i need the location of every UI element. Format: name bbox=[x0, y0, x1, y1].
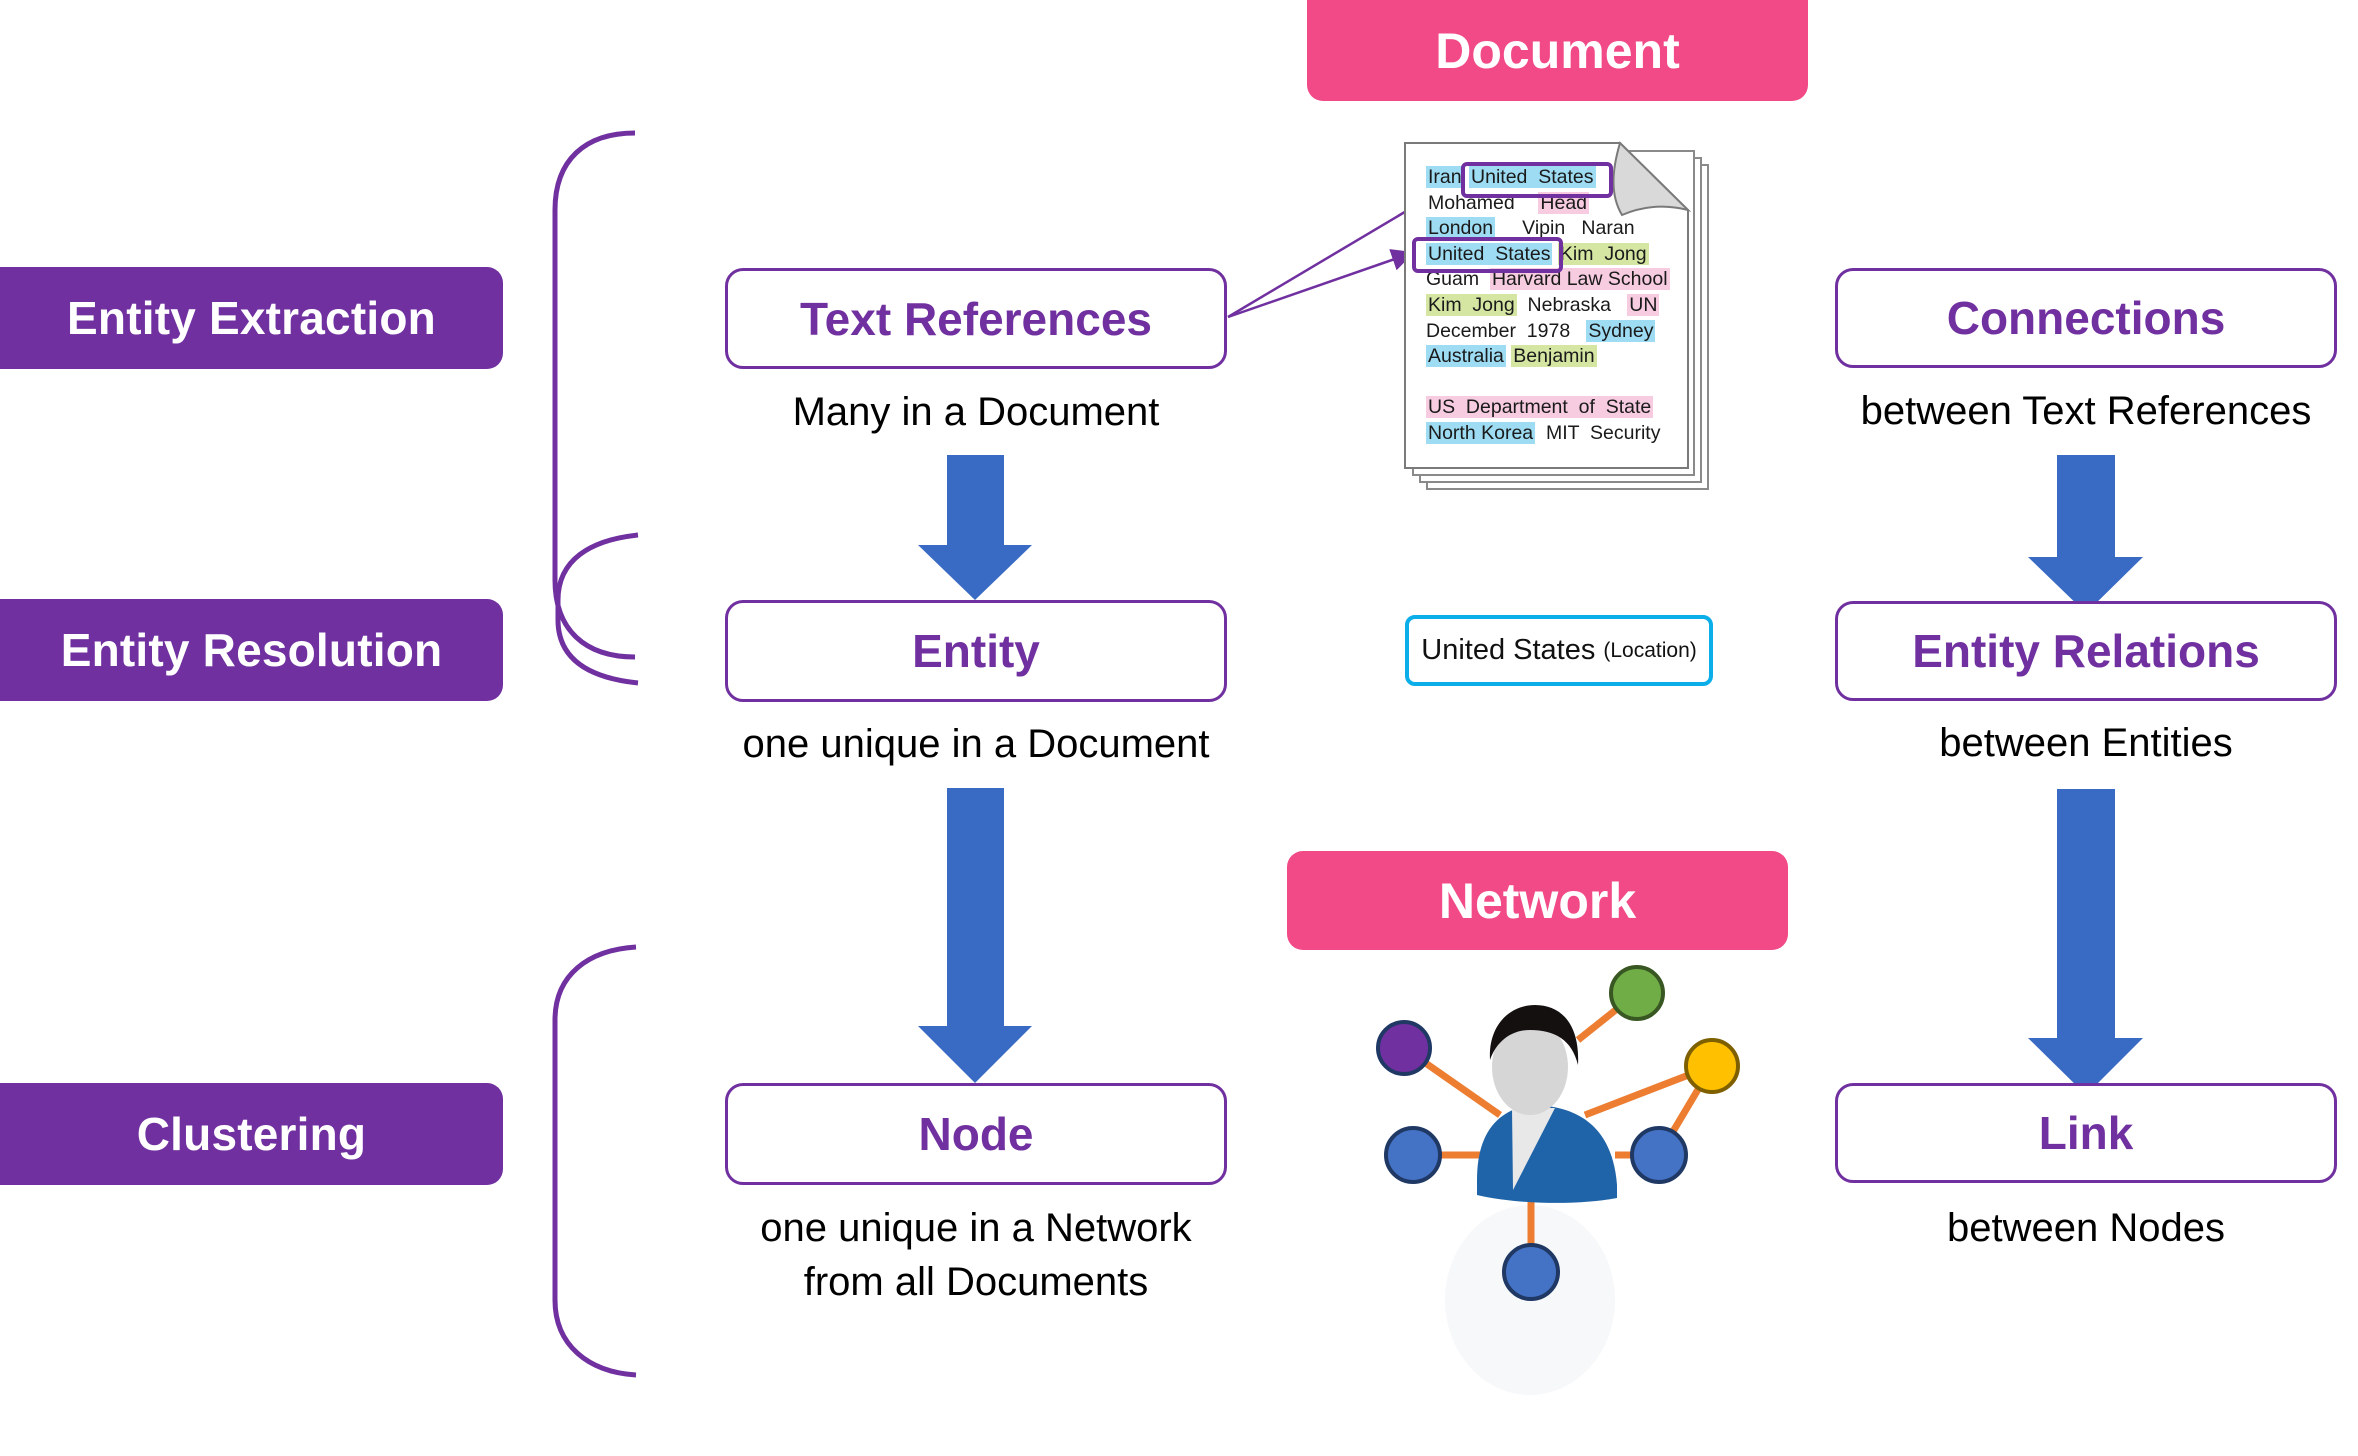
network-node bbox=[1684, 1038, 1740, 1094]
entity-relations-caption: between Entities bbox=[1939, 721, 2233, 765]
arrow-text-references-to-entity bbox=[918, 455, 1032, 600]
network-node bbox=[1502, 1243, 1560, 1301]
stage-entity-extraction: Entity Extraction bbox=[0, 267, 503, 369]
location-mention: London bbox=[1426, 217, 1496, 240]
plain-text: MIT Security bbox=[1535, 421, 1661, 444]
entity-title: Entity bbox=[912, 625, 1040, 677]
document-text-line: North Korea MIT Security bbox=[1426, 421, 1670, 447]
network-header: Network bbox=[1287, 851, 1788, 950]
arrow-connections-to-entity-relations bbox=[2028, 455, 2143, 613]
bracket-extraction bbox=[552, 130, 636, 660]
document-text-line: December 1978 Sydney bbox=[1426, 319, 1670, 345]
plain-text: Vipin Naran bbox=[1495, 217, 1635, 240]
entity-relations-box: Entity Relations bbox=[1835, 601, 2337, 701]
location-mention: Iran bbox=[1426, 166, 1464, 188]
connections-caption: between Text References bbox=[1860, 389, 2312, 433]
bracket-resolution bbox=[555, 532, 639, 686]
document-header: Document bbox=[1307, 0, 1808, 101]
node-title: Node bbox=[918, 1108, 1034, 1160]
location-mention: North Korea bbox=[1426, 421, 1536, 444]
location-mention: Australia bbox=[1426, 345, 1506, 368]
page-curl-icon bbox=[1612, 141, 1692, 217]
organization-mention: UN bbox=[1627, 293, 1660, 316]
location-mention: United States bbox=[1469, 166, 1596, 188]
arrow-entity-to-node bbox=[918, 788, 1032, 1083]
document-text-line: Kim Jong Nebraska UN bbox=[1426, 293, 1670, 319]
organization-mention: US Department of State bbox=[1426, 396, 1654, 419]
resolved-entity-type: (Location) bbox=[1603, 638, 1697, 662]
text-references-box: Text References bbox=[725, 268, 1227, 369]
document-header-label: Document bbox=[1435, 22, 1680, 79]
text-references-title: Text References bbox=[800, 292, 1152, 345]
link-caption: between Nodes bbox=[1947, 1206, 2225, 1250]
person-mention: Benjamin bbox=[1511, 345, 1597, 368]
network-header-label: Network bbox=[1438, 872, 1637, 929]
resolved-entity-name: United States bbox=[1421, 634, 1596, 666]
network-node bbox=[1630, 1126, 1688, 1184]
document-text-line: US Department of State bbox=[1426, 395, 1670, 421]
person-icon bbox=[1477, 1005, 1617, 1203]
network-node bbox=[1384, 1126, 1442, 1184]
plain-text: Guam bbox=[1426, 268, 1490, 291]
text-references-caption: Many in a Document bbox=[792, 390, 1160, 434]
network-node bbox=[1376, 1020, 1432, 1076]
stage-label-text: Entity Resolution bbox=[60, 624, 443, 676]
network-node bbox=[1609, 965, 1665, 1021]
resolved-entity-box: United States (Location) bbox=[1405, 615, 1713, 686]
arrow-entity-relations-to-link bbox=[2028, 789, 2143, 1095]
organization-mention: Harvard Law School bbox=[1489, 268, 1670, 291]
plain-text: Nebraska bbox=[1516, 293, 1628, 316]
document-text-line: Australia Benjamin bbox=[1426, 344, 1670, 370]
node-caption-line-2: from all Documents bbox=[803, 1260, 1149, 1304]
document-text-line: London Vipin Naran bbox=[1426, 216, 1670, 242]
connections-title: Connections bbox=[1946, 292, 2226, 344]
connections-box: Connections bbox=[1835, 268, 2337, 368]
highlighted-mention-1 bbox=[1461, 162, 1613, 198]
entity-caption: one unique in a Document bbox=[742, 722, 1210, 766]
bracket-clustering bbox=[552, 944, 637, 1378]
link-box: Link bbox=[1835, 1083, 2337, 1183]
stage-label-text: Clustering bbox=[136, 1108, 367, 1160]
node-caption: one unique in a Network from all Documen… bbox=[700, 1201, 1252, 1309]
entity-relations-title: Entity Relations bbox=[1912, 625, 2260, 677]
link-title: Link bbox=[2038, 1107, 2134, 1159]
location-mention: Sydney bbox=[1586, 319, 1656, 342]
person-mention: Kim Jong bbox=[1426, 293, 1517, 316]
highlighted-mention-2 bbox=[1412, 237, 1563, 273]
stage-label-text: Entity Extraction bbox=[67, 292, 436, 344]
plain-text: December 1978 bbox=[1426, 319, 1587, 342]
person-mention: Kim Jong bbox=[1557, 242, 1649, 265]
network-nodes bbox=[1376, 965, 1740, 1301]
reference-pointer-2 bbox=[1227, 249, 1415, 319]
location-mention: United States bbox=[1426, 242, 1553, 265]
document-text-line: United States Kim Jong bbox=[1426, 242, 1670, 268]
node-box: Node bbox=[725, 1083, 1227, 1185]
stage-clustering: Clustering bbox=[0, 1083, 503, 1185]
document-text-line: Guam Harvard Law School bbox=[1426, 267, 1670, 293]
stage-entity-resolution: Entity Resolution bbox=[0, 599, 503, 701]
node-caption-line-1: one unique in a Network bbox=[760, 1206, 1192, 1250]
document-text-line: Iran United States bbox=[1426, 165, 1670, 191]
entity-box: Entity bbox=[725, 600, 1227, 702]
